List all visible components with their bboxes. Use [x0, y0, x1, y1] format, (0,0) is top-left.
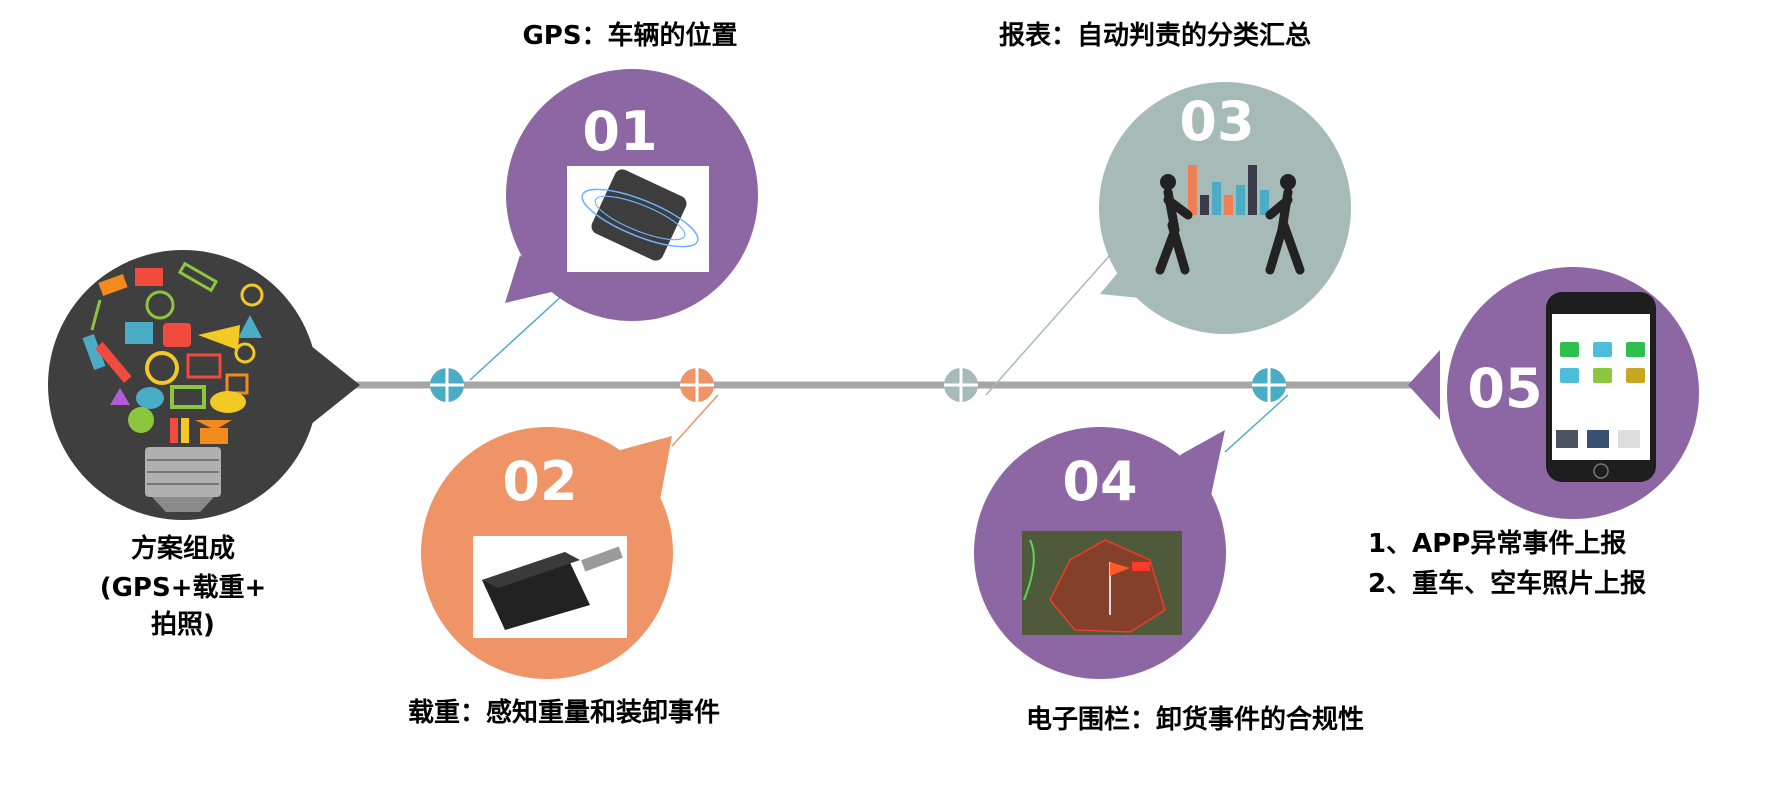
- timeline-node-01[interactable]: [430, 368, 464, 402]
- bubble-01: 01: [505, 69, 758, 321]
- item-02-title: 载重：感知重量和装卸事件: [408, 697, 720, 728]
- bubble-number: 05: [1467, 357, 1542, 420]
- bubble-04: 04: [974, 427, 1226, 679]
- item-04-title: 电子围栏：卸货事件的合规性: [1026, 704, 1364, 735]
- bulb-base-icon: [145, 447, 221, 512]
- connector-02: [671, 394, 719, 447]
- center-bulb-bubble: [48, 250, 360, 520]
- timeline-node-03[interactable]: [944, 368, 978, 402]
- gps-tracker-image: [567, 166, 709, 272]
- bubble-number: 01: [582, 100, 657, 163]
- item-05-line-2: 2、重车、空车照片上报: [1368, 568, 1646, 599]
- center-label-line-1: 方案组成: [131, 533, 235, 564]
- connector-01: [469, 292, 566, 381]
- timeline-node-02[interactable]: [680, 368, 714, 402]
- load-sensor-image: [473, 536, 627, 638]
- bubble-02: 02: [421, 427, 673, 679]
- mobile-phone-image: [1546, 292, 1656, 482]
- bubble-number: 04: [1062, 450, 1137, 513]
- center-label-line-2: (GPS+载重+: [100, 573, 267, 603]
- center-label-line-3: 拍照): [151, 610, 215, 640]
- item-03-title: 报表：自动判责的分类汇总: [999, 20, 1311, 51]
- bubble-number: 02: [502, 450, 577, 513]
- education-icons: [82, 261, 264, 444]
- connector-04: [1224, 394, 1289, 453]
- people-carrying-chart-image: [1155, 165, 1305, 275]
- geofence-map-image: [1022, 531, 1182, 635]
- bubble-03: 03: [1099, 82, 1351, 334]
- bubble-number: 03: [1179, 90, 1254, 153]
- item-01-title: GPS：车辆的位置: [522, 20, 737, 51]
- bubble-05: 05: [1408, 267, 1699, 519]
- timeline-node-04[interactable]: [1252, 368, 1286, 402]
- connector-03: [985, 253, 1112, 396]
- item-05-line-1: 1、APP异常事件上报: [1368, 528, 1626, 559]
